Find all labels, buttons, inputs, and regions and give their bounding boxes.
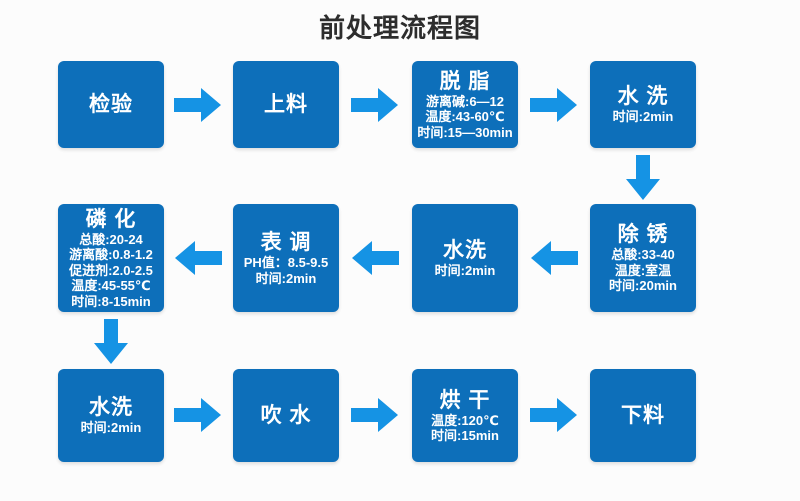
step-water-wash-1: 水 洗 时间:2min — [590, 61, 696, 148]
step-title: 除 锈 — [617, 223, 669, 247]
arrow-left-icon — [174, 240, 222, 276]
step-title: 磷 化 — [85, 207, 137, 231]
step-detail: 时间:2min — [80, 420, 142, 436]
step-detail: 总酸:33-40 — [611, 247, 675, 263]
arrow-down-icon — [93, 319, 129, 365]
step-title: 上料 — [264, 93, 308, 116]
arrow-left-icon — [351, 240, 399, 276]
step-surface-conditioning: 表 调 PH值：8.5-9.5 时间:2min — [233, 204, 339, 312]
step-title: 脱 脂 — [439, 69, 491, 93]
step-detail: 总酸:20-24 — [79, 231, 143, 247]
step-detail: 时间:8-15min — [71, 293, 151, 309]
step-unloading: 下料 — [590, 369, 696, 462]
arrow-down-icon — [625, 155, 661, 201]
arrow-right-icon — [530, 87, 578, 123]
step-title: 吹 水 — [260, 404, 312, 427]
step-title: 表 调 — [260, 231, 312, 254]
arrow-right-icon — [530, 397, 578, 433]
step-title: 水洗 — [89, 396, 133, 420]
step-detail: 时间:2min — [434, 262, 496, 278]
step-inspection: 检验 — [58, 61, 164, 148]
arrow-left-icon — [530, 240, 578, 276]
step-detail: 温度:120℃ — [431, 412, 499, 428]
step-detail: 游离碱:6—12 — [425, 93, 505, 109]
step-rust-removal: 除 锈 总酸:33-40 温度:室温 时间:20min — [590, 204, 696, 312]
page-title: 前处理流程图 — [318, 13, 481, 43]
step-detail: 温度:室温 — [614, 262, 672, 278]
step-detail: 游离酸:0.8-1.2 — [69, 247, 153, 263]
step-detail: 时间:15—30min — [417, 124, 513, 140]
step-title: 水 洗 — [617, 85, 669, 109]
step-degreasing: 脱 脂 游离碱:6—12 温度:43-60℃ 时间:15—30min — [412, 61, 518, 148]
step-detail: 时间:20min — [609, 278, 677, 294]
step-title: 下料 — [621, 404, 665, 427]
step-drying: 烘 干 温度:120℃ 时间:15min — [412, 369, 518, 462]
arrow-right-icon — [174, 397, 222, 433]
step-title: 水洗 — [443, 238, 487, 262]
step-detail: 温度:45-55℃ — [71, 278, 151, 294]
step-detail: 促进剂:2.0-2.5 — [69, 262, 153, 278]
step-phosphating: 磷 化 总酸:20-24 游离酸:0.8-1.2 促进剂:2.0-2.5 温度:… — [58, 204, 164, 312]
arrow-right-icon — [174, 87, 222, 123]
step-detail: 时间:2min — [612, 109, 674, 125]
step-water-wash-2: 水洗 时间:2min — [412, 204, 518, 312]
step-blow-water: 吹 水 — [233, 369, 339, 462]
step-detail: 时间:2min — [255, 270, 317, 286]
step-title: 检验 — [89, 93, 133, 116]
arrow-right-icon — [351, 87, 399, 123]
step-water-wash-3: 水洗 时间:2min — [58, 369, 164, 462]
arrow-right-icon — [351, 397, 399, 433]
step-detail: PH值：8.5-9.5 — [243, 255, 329, 270]
step-detail: 时间:15min — [431, 428, 499, 443]
step-title: 烘 干 — [439, 388, 491, 412]
step-detail: 温度:43-60℃ — [425, 109, 505, 125]
step-loading: 上料 — [233, 61, 339, 148]
